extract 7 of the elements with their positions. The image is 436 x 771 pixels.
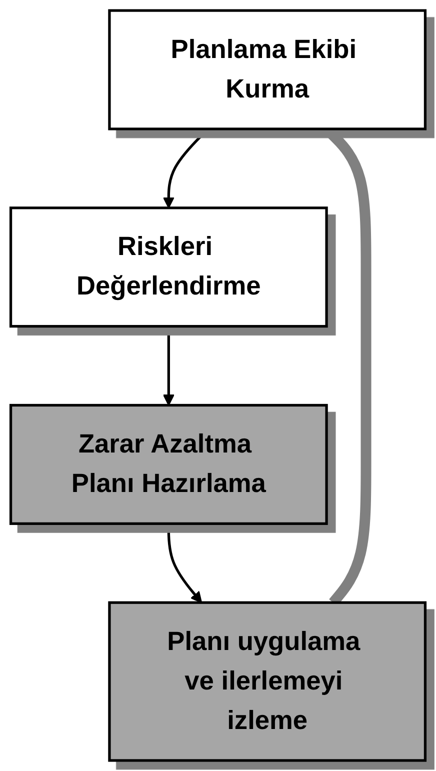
node-box: Planlama Ekibi Kurma	[108, 9, 427, 130]
node-box: Zarar Azaltma Planı Hazırlama	[9, 404, 328, 525]
arrow	[162, 128, 210, 208]
node-box: Planı uygulama ve ilerlemeyi izleme	[108, 601, 427, 762]
arrow	[167, 524, 202, 604]
node-box: Riskleri Değerlendirme	[9, 206, 328, 328]
arrow	[162, 326, 174, 406]
